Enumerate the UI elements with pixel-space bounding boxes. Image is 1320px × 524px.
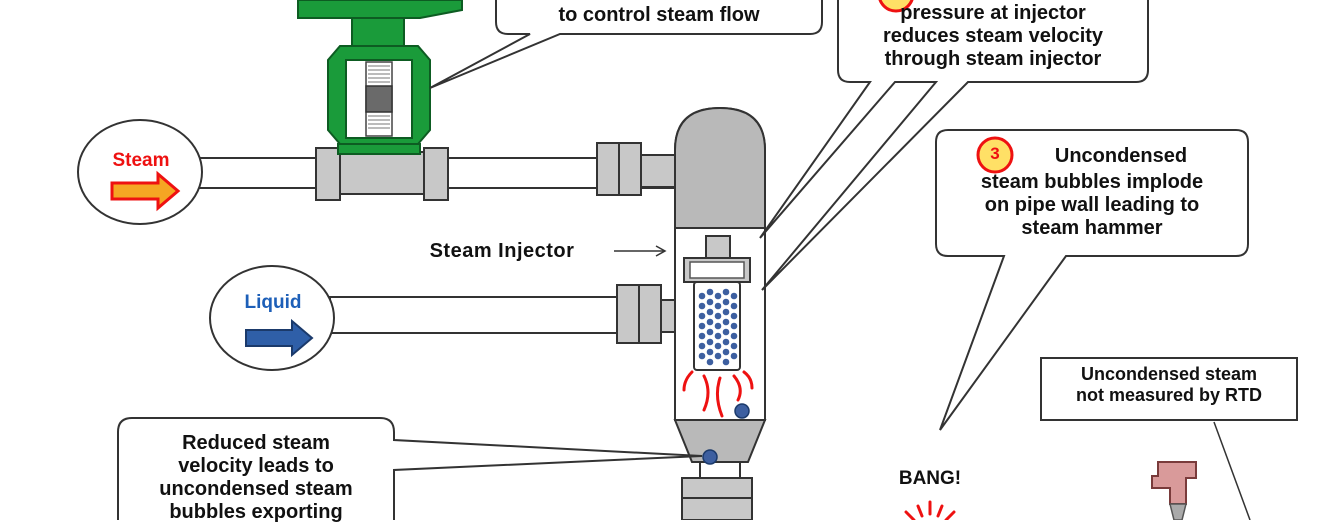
steam-pipe-flange-injector: [596, 142, 620, 196]
pressure-callout-text: pressure at injector reduces steam veloc…: [838, 2, 1148, 71]
steam-pipe-valve-body: [339, 151, 425, 195]
liquid-pipe-flange-2: [638, 284, 662, 344]
pressure-line-2: reduces steam velocity: [882, 25, 1104, 47]
reduced-velocity-callout-text: Reduced steam velocity leads to unconden…: [118, 432, 394, 524]
steam-arrow-icon: [110, 170, 181, 212]
implode-line-2: steam bubbles implode: [980, 171, 1204, 193]
bang-label: BANG!: [898, 468, 962, 489]
rtd-probe: [1151, 461, 1197, 520]
steam-bubble: [702, 449, 718, 465]
valve-callout: [429, 0, 823, 89]
reduced-velocity-callout: [117, 417, 703, 520]
rtd-callout-text: Uncondensed steam not measured by RTD: [1041, 364, 1297, 405]
steam-pipe-flange-injector-2: [618, 142, 642, 196]
steam-injector-nozzle: [683, 235, 751, 371]
pressure-line-1: pressure at injector: [900, 2, 1086, 24]
reduced-line-2: velocity leads to: [178, 455, 334, 477]
liquid-label-bubble: [209, 265, 335, 371]
liquid-pipe: [329, 296, 621, 334]
steam-pipe-connector: [640, 154, 676, 188]
steam-label: Steam: [112, 150, 170, 171]
liquid-arrow-icon: [245, 318, 314, 358]
reduced-line-1: Reduced steam: [182, 432, 330, 454]
implode-line-4: steam hammer: [1021, 217, 1163, 239]
liquid-pipe-connector: [660, 299, 676, 333]
bang-burst: [904, 500, 956, 520]
steam-label-bubble: [77, 119, 203, 225]
steam-pipe-flange-left: [315, 147, 341, 201]
steam-pipe-flange-right: [423, 147, 449, 201]
implode-callout-text: steam bubbles implode on pipe wall leadi…: [936, 171, 1248, 240]
implode-line-1: Uncondensed: [1054, 145, 1188, 167]
steam-jets: [682, 370, 754, 418]
pressure-line-3: through steam injector: [884, 48, 1102, 70]
liquid-label: Liquid: [244, 292, 302, 313]
reduced-line-4: bubbles exporting: [169, 501, 343, 523]
liquid-pipe-flange: [616, 284, 640, 344]
rtd-line-1: Uncondensed steam: [1080, 364, 1258, 384]
rtd-line-2: not measured by RTD: [1075, 384, 1263, 405]
number-3-label: 3: [990, 144, 1000, 163]
steam-injector-label: Steam Injector: [429, 240, 575, 262]
steam-bubble: [734, 403, 750, 419]
reduced-line-3: uncondensed steam: [159, 478, 353, 500]
number-circle-2: [878, 0, 914, 13]
implode-line-3: on pipe wall leading to: [984, 194, 1200, 216]
implode-callout: [935, 129, 1249, 431]
steam-injector-pointer: [614, 245, 667, 257]
rtd-callout: [1040, 357, 1298, 520]
control-valve: [297, 0, 463, 155]
valve-callout-text: to control steam flow: [558, 4, 760, 26]
pressure-callout: [759, 0, 1149, 291]
nozzle-holes: [698, 288, 738, 366]
number-circle-3: [976, 136, 1014, 174]
